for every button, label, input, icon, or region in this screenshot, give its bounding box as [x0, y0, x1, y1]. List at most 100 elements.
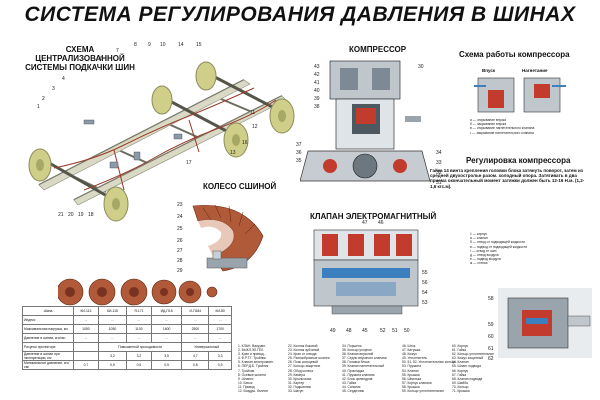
table-cell: 0,7: [73, 360, 99, 370]
legend-item: 61. Гайка: [452, 348, 467, 353]
legend-item: 29. Камера: [288, 372, 306, 377]
table-row-label: Индекс: [22, 315, 74, 325]
compressor-scheme-title: Схема работы компрессора: [459, 50, 570, 59]
chassis-callout: 18: [88, 212, 94, 218]
wheel-callout: 26: [177, 238, 183, 244]
legend-item: 8. Осевые шланги: [238, 372, 266, 377]
solenoid-legend-item: 1 — корпус: [470, 232, 488, 236]
legend-item: 2. ВЫКЛ.ЭЛ.ГЕЛ.: [238, 348, 265, 353]
legend-item: 67. Гайка: [452, 372, 467, 377]
table-cell: 3,5: [150, 351, 183, 361]
legend-item: 35. Кольцо упорное: [342, 348, 373, 353]
compressor-callout: 37: [296, 142, 302, 148]
solenoid-callout: 55: [422, 270, 428, 276]
table-cell: ...: [97, 333, 128, 343]
legend-item: 10. Бачок: [238, 380, 253, 385]
table-cell: 4,7: [181, 351, 210, 361]
table-cell: Универсальный: [181, 342, 232, 352]
table-cell: 1050: [73, 324, 99, 334]
table-header: КИ-115: [97, 306, 128, 316]
table-cell: ...: [126, 333, 152, 343]
chassis-callout: 3: [52, 86, 55, 92]
legend-item: 7. Тройник: [238, 368, 255, 373]
table-cell: ...: [126, 315, 152, 325]
chassis-callout: 15: [196, 42, 202, 48]
chassis-callout: 16: [242, 140, 248, 146]
table-header: Шина: [22, 306, 74, 316]
legend-item: 63. Кожух защитный: [452, 356, 484, 361]
legend-item: 53. Пружина: [402, 364, 422, 369]
legend-item: 24. Кран от отвода: [288, 352, 317, 357]
table-cell: 3,3: [208, 351, 232, 361]
legend-item: 44. Сальник: [342, 384, 361, 389]
chassis-callout: 10: [160, 42, 166, 48]
table-row: Индекс ... ... ... ... ... ...: [22, 315, 232, 325]
table-header: И-П184: [181, 306, 210, 316]
chassis-callout: 11: [250, 110, 256, 116]
legend-item: 23. Колпак зубчатый: [288, 348, 320, 353]
compressor-callout: 42: [314, 72, 320, 78]
compressor-section-diagram: [300, 60, 431, 182]
solenoid-callout: 46: [378, 220, 384, 226]
legend-item: 6. ПЕР.Д.Б. Тройник: [238, 364, 269, 369]
legend-item: 60. Корпус: [452, 344, 469, 348]
parts-legend-column: 22. Колпак боковой 23. Колпак зубчатый 2…: [288, 344, 330, 393]
solenoid-legend-item: б — отвод от подводящей жидкости: [470, 240, 525, 245]
legend-item: 48. Кожух: [402, 352, 417, 357]
table-row: Максимальная нагрузка, кгс 1050 1050 110…: [22, 324, 232, 334]
valve-callout: 58: [488, 296, 494, 302]
legend-item: 38. Головка блока: [342, 360, 370, 365]
chassis-diagram: [28, 61, 295, 222]
table-cell: ...: [97, 315, 128, 325]
table-cell: ...: [150, 333, 183, 343]
parts-legend-column: 34. Поршень 35. Кольцо упорное 36. Клапа…: [342, 344, 387, 393]
chassis-callout: 2: [42, 96, 45, 102]
solenoid-valve-diagram: [313, 229, 419, 315]
legend-item: 27. Кольцо защитное: [288, 364, 321, 369]
compressor-title: КОМПРЕССОР: [349, 45, 407, 54]
legend-item: 41. Пружина клапана: [342, 372, 375, 377]
solenoid-callout: 53: [422, 300, 428, 306]
chassis-callout: 5: [80, 66, 83, 72]
legend-item: 12. Воздуш. баллон: [238, 389, 269, 394]
legend-item: 37. Седло впускного клапана: [342, 356, 387, 361]
compressor-callout: 36: [296, 150, 302, 156]
legend-item: 45. Сердечник: [342, 389, 364, 394]
scheme-note: г — закрывание нагнетательного клапана: [470, 130, 534, 135]
poster-title: СИСТЕМА РЕГУЛИРОВАНИЯ ДАВЛЕНИЯ В ШИНАХ: [24, 3, 576, 26]
central-system-title: СХЕМА ЦЕНТРАЛИЗОВАННОЙ СИСТЕМЫ ПОДКАЧКИ …: [25, 45, 135, 72]
wheel-callout: 29: [177, 268, 183, 274]
compressor-callout: 31: [436, 180, 442, 186]
chassis-callout: 13: [230, 150, 236, 156]
legend-item: 70. Кольцо: [452, 384, 469, 389]
chassis-callout: 6: [100, 56, 103, 62]
wheel-callout: 28: [177, 258, 183, 264]
legend-item: 4. Ф.Р.Т.Г. Тройник: [238, 356, 266, 361]
tyre-samples: [58, 278, 218, 306]
table-cell: 1050: [97, 324, 128, 334]
compressor-callout: 39: [314, 96, 320, 102]
legend-item: 11. Привод: [238, 384, 255, 389]
solenoid-callout: 51: [392, 328, 398, 334]
solenoid-legend-item: в — подвод от подводящей жидкости: [470, 244, 528, 249]
solenoid-callout: 56: [422, 280, 428, 286]
compressor-callout: 35: [296, 158, 302, 164]
discharge-label: Нагнетание: [522, 68, 548, 73]
legend-item: 3. Кран и привод...: [238, 352, 267, 357]
legend-item: 54. Клапан: [402, 368, 419, 373]
valve-callout: 62: [488, 356, 494, 362]
legend-item: 26. Пояс кольцевой: [288, 360, 319, 365]
compressor-scheme-notes: а — открывание впуска б — закрывание впу…: [470, 118, 580, 135]
table-cell: 1600: [150, 324, 183, 334]
legend-item: 25. Разнообразные шланги: [288, 356, 330, 361]
legend-item: 68. Клапан подвода: [452, 376, 483, 381]
intake-label: Впуск: [482, 68, 496, 73]
table-row-label: Давление в шинах при эксплуатации, кгс: [22, 351, 74, 361]
regulation-title: Регулировка компрессора: [466, 156, 571, 165]
solenoid-legend-item: г — отвод от шин: [470, 248, 497, 253]
solenoid-callout: 52: [380, 328, 386, 334]
compressor-callout: 30: [418, 64, 424, 70]
solenoid-title: КЛАПАН ЭЛЕКТРОМАГНИТНЫЙ: [310, 212, 437, 221]
legend-item: 39. Клапан нагнетательный: [342, 364, 385, 369]
parts-legend-column: 46. Шток 47. Катушка 48. Кожух 49. Уплот…: [402, 344, 456, 393]
